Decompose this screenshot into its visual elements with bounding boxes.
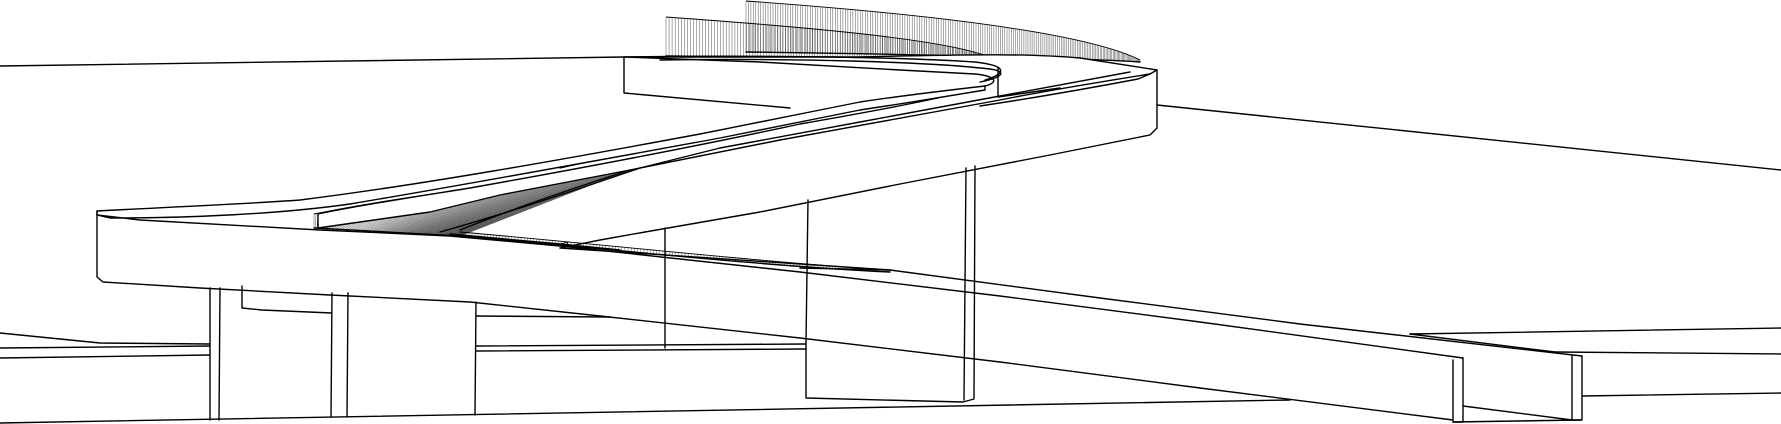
- ground-line-right-a: [1409, 327, 1781, 335]
- ground-line-left-a: [0, 332, 211, 345]
- upper-ramp-edge-right-a: [644, 69, 1158, 233]
- upper-ramp-edge-right-b: [979, 73, 1151, 107]
- hatch-line: [459, 166, 638, 237]
- second-ramp-seam: [1409, 333, 1556, 353]
- small-wedge: [559, 241, 569, 247]
- upper-loop-top-surface: [317, 54, 1158, 229]
- hatch-line: [443, 171, 600, 236]
- hatch-top-edge: [459, 231, 891, 271]
- pier-edge: [346, 292, 349, 418]
- ground-line-front: [0, 399, 1291, 424]
- hatch-line: [455, 167, 630, 237]
- mid-ramp-underside: [799, 267, 891, 271]
- upper-loop-outer-edge: [623, 56, 791, 109]
- hatch-line: [445, 170, 605, 236]
- pier-cap-left: [241, 285, 333, 314]
- upper-loop-inner-edge-b: [659, 58, 1002, 83]
- main-ramp-top-edge-long: [96, 214, 1464, 359]
- hatch-line: [448, 169, 614, 236]
- main-ramp-end-face-base: [1452, 419, 1581, 423]
- horizon-line-right: [1156, 104, 1781, 171]
- horizon-line-left: [0, 56, 625, 67]
- main-ramp-outer-edge: [96, 210, 1454, 421]
- ground-lines: [0, 56, 1781, 424]
- ramp-upper-line-4: [459, 169, 631, 231]
- pier-edge: [218, 287, 221, 421]
- ground-line-right-b: [1554, 351, 1781, 355]
- main-ramp-surface: [96, 85, 986, 219]
- ground-line-right-c: [1581, 392, 1781, 397]
- support-piers: [209, 165, 976, 421]
- hatch-top-edge: [665, 16, 993, 59]
- details: [241, 241, 975, 403]
- hatch-top-edge: [745, 0, 1141, 61]
- pier-edge: [963, 167, 967, 401]
- ramp-upper-line-2: [639, 71, 1131, 169]
- main-ramp-end-face: [1452, 357, 1464, 423]
- box-under-deck: [805, 341, 975, 403]
- ground-line-left-b: [0, 345, 211, 349]
- ground-line-mid-c: [475, 348, 807, 352]
- hatch-line: [444, 170, 602, 236]
- ramp-upper-line-3: [439, 167, 641, 233]
- second-ramp-lower-edge: [1462, 405, 1573, 421]
- upper-loop-deck: [317, 54, 1158, 249]
- main-ramp-top-edge-long-2: [449, 233, 621, 251]
- main-ramp-deck: [96, 85, 1583, 423]
- pier-edge: [805, 199, 809, 343]
- second-ramp-top-edge: [559, 247, 1583, 357]
- second-ramp-end-face: [1571, 355, 1583, 421]
- ground-line-left-c: [0, 354, 211, 359]
- pier-edge: [474, 301, 477, 416]
- ground-line-mid-b: [475, 343, 807, 347]
- upper-loop-inner-edge-a: [623, 55, 1002, 81]
- hatch-line: [315, 213, 317, 229]
- pier-edge: [973, 165, 976, 399]
- ground-line-mid-a: [475, 315, 611, 318]
- hatch-band-top-2: [745, 0, 1141, 63]
- pier-edge: [330, 292, 333, 418]
- hatch-band-mid: [313, 165, 891, 273]
